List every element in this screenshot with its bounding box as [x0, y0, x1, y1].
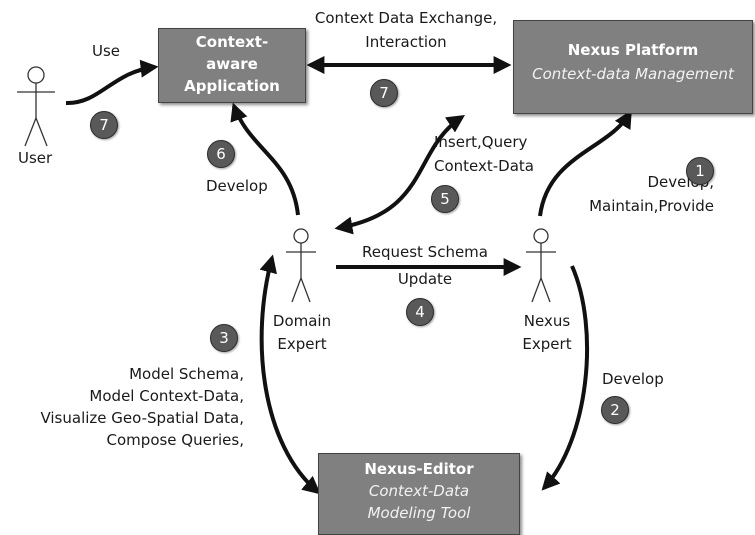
editor-uses-label-line-3: Visualize Geo-Spatial Data, [40, 409, 244, 427]
nexus-platform-box: Nexus Platform Context-data Management [513, 20, 753, 114]
editor-subtitle-line-1: Context-Data [368, 482, 470, 500]
app-title-line-3: Application [184, 77, 280, 95]
insert-query-label: Insert,Query Context-Data [434, 132, 534, 177]
exchange-label-line-1: Context Data Exchange, [314, 9, 498, 27]
nexus-editor-box: Nexus-Editor Context-Data Modeling Tool [318, 453, 520, 535]
insert-query-label-line-2: Context-Data [434, 157, 534, 175]
editor-uses-label-line-2: Model Context-Data, [89, 387, 244, 405]
use-label: Use [92, 42, 121, 60]
exchange-label-line-2: Interaction [365, 33, 447, 51]
user-label: User [18, 149, 53, 167]
editor-uses-label: Model Schema, Model Context-Data, Visual… [4, 364, 244, 451]
nexus-expert-label-line-2: Expert [522, 335, 572, 353]
editor-uses-arrow [259, 254, 321, 495]
insert-query-label-line-1: Insert,Query [434, 133, 528, 151]
domain-expert-label-line-2: Expert [277, 335, 327, 353]
step-badge-develop-platform: 1 [686, 157, 714, 185]
develop-editor-label: Develop [602, 370, 664, 388]
develop-app-label: Develop [206, 177, 268, 195]
exchange-label: Context Data Exchange, Interaction [296, 8, 516, 53]
step-badge-editor-uses: 3 [210, 324, 238, 352]
step-badge-use: 7 [90, 111, 118, 139]
app-title-line-1: Context- [195, 33, 269, 51]
use-arrow [65, 59, 159, 106]
develop-app-arrow [230, 102, 300, 216]
platform-subtitle: Context-data Management [532, 65, 734, 83]
platform-title: Nexus Platform [567, 41, 699, 59]
step-badge-develop-app: 6 [207, 140, 235, 168]
nexus-expert-label: Nexus Expert [507, 311, 587, 355]
step-badge-request-schema: 4 [406, 298, 434, 326]
domain-expert-label-line-1: Domain [272, 312, 332, 330]
user-actor-icon [17, 66, 55, 147]
develop-platform-label-line-2: Maintain,Provide [589, 197, 714, 215]
request-schema-label: Request Schema Update [340, 242, 510, 290]
context-aware-application-box: Context- aware Application [158, 28, 306, 103]
request-schema-label-line-1: Request Schema [361, 243, 488, 261]
domain-expert-actor-icon [286, 228, 316, 303]
develop-platform-arrow [538, 109, 632, 217]
nexus-expert-label-line-1: Nexus [523, 312, 571, 330]
request-schema-label-line-2: Update [397, 270, 453, 288]
step-badge-insert-query: 5 [431, 185, 459, 213]
nexus-expert-actor-icon [526, 228, 556, 303]
editor-subtitle-line-2: Modeling Tool [367, 504, 471, 522]
step-badge-exchange: 7 [370, 79, 398, 107]
domain-expert-label: Domain Expert [262, 311, 342, 355]
editor-uses-label-line-1: Model Schema, [129, 365, 244, 383]
app-title-line-2: aware [206, 55, 258, 73]
editor-title: Nexus-Editor [364, 460, 474, 478]
insert-query-arrow [334, 115, 466, 235]
step-badge-develop-editor: 2 [601, 396, 629, 424]
editor-uses-label-line-4: Compose Queries, [106, 431, 244, 449]
develop-editor-arrow [541, 265, 590, 491]
